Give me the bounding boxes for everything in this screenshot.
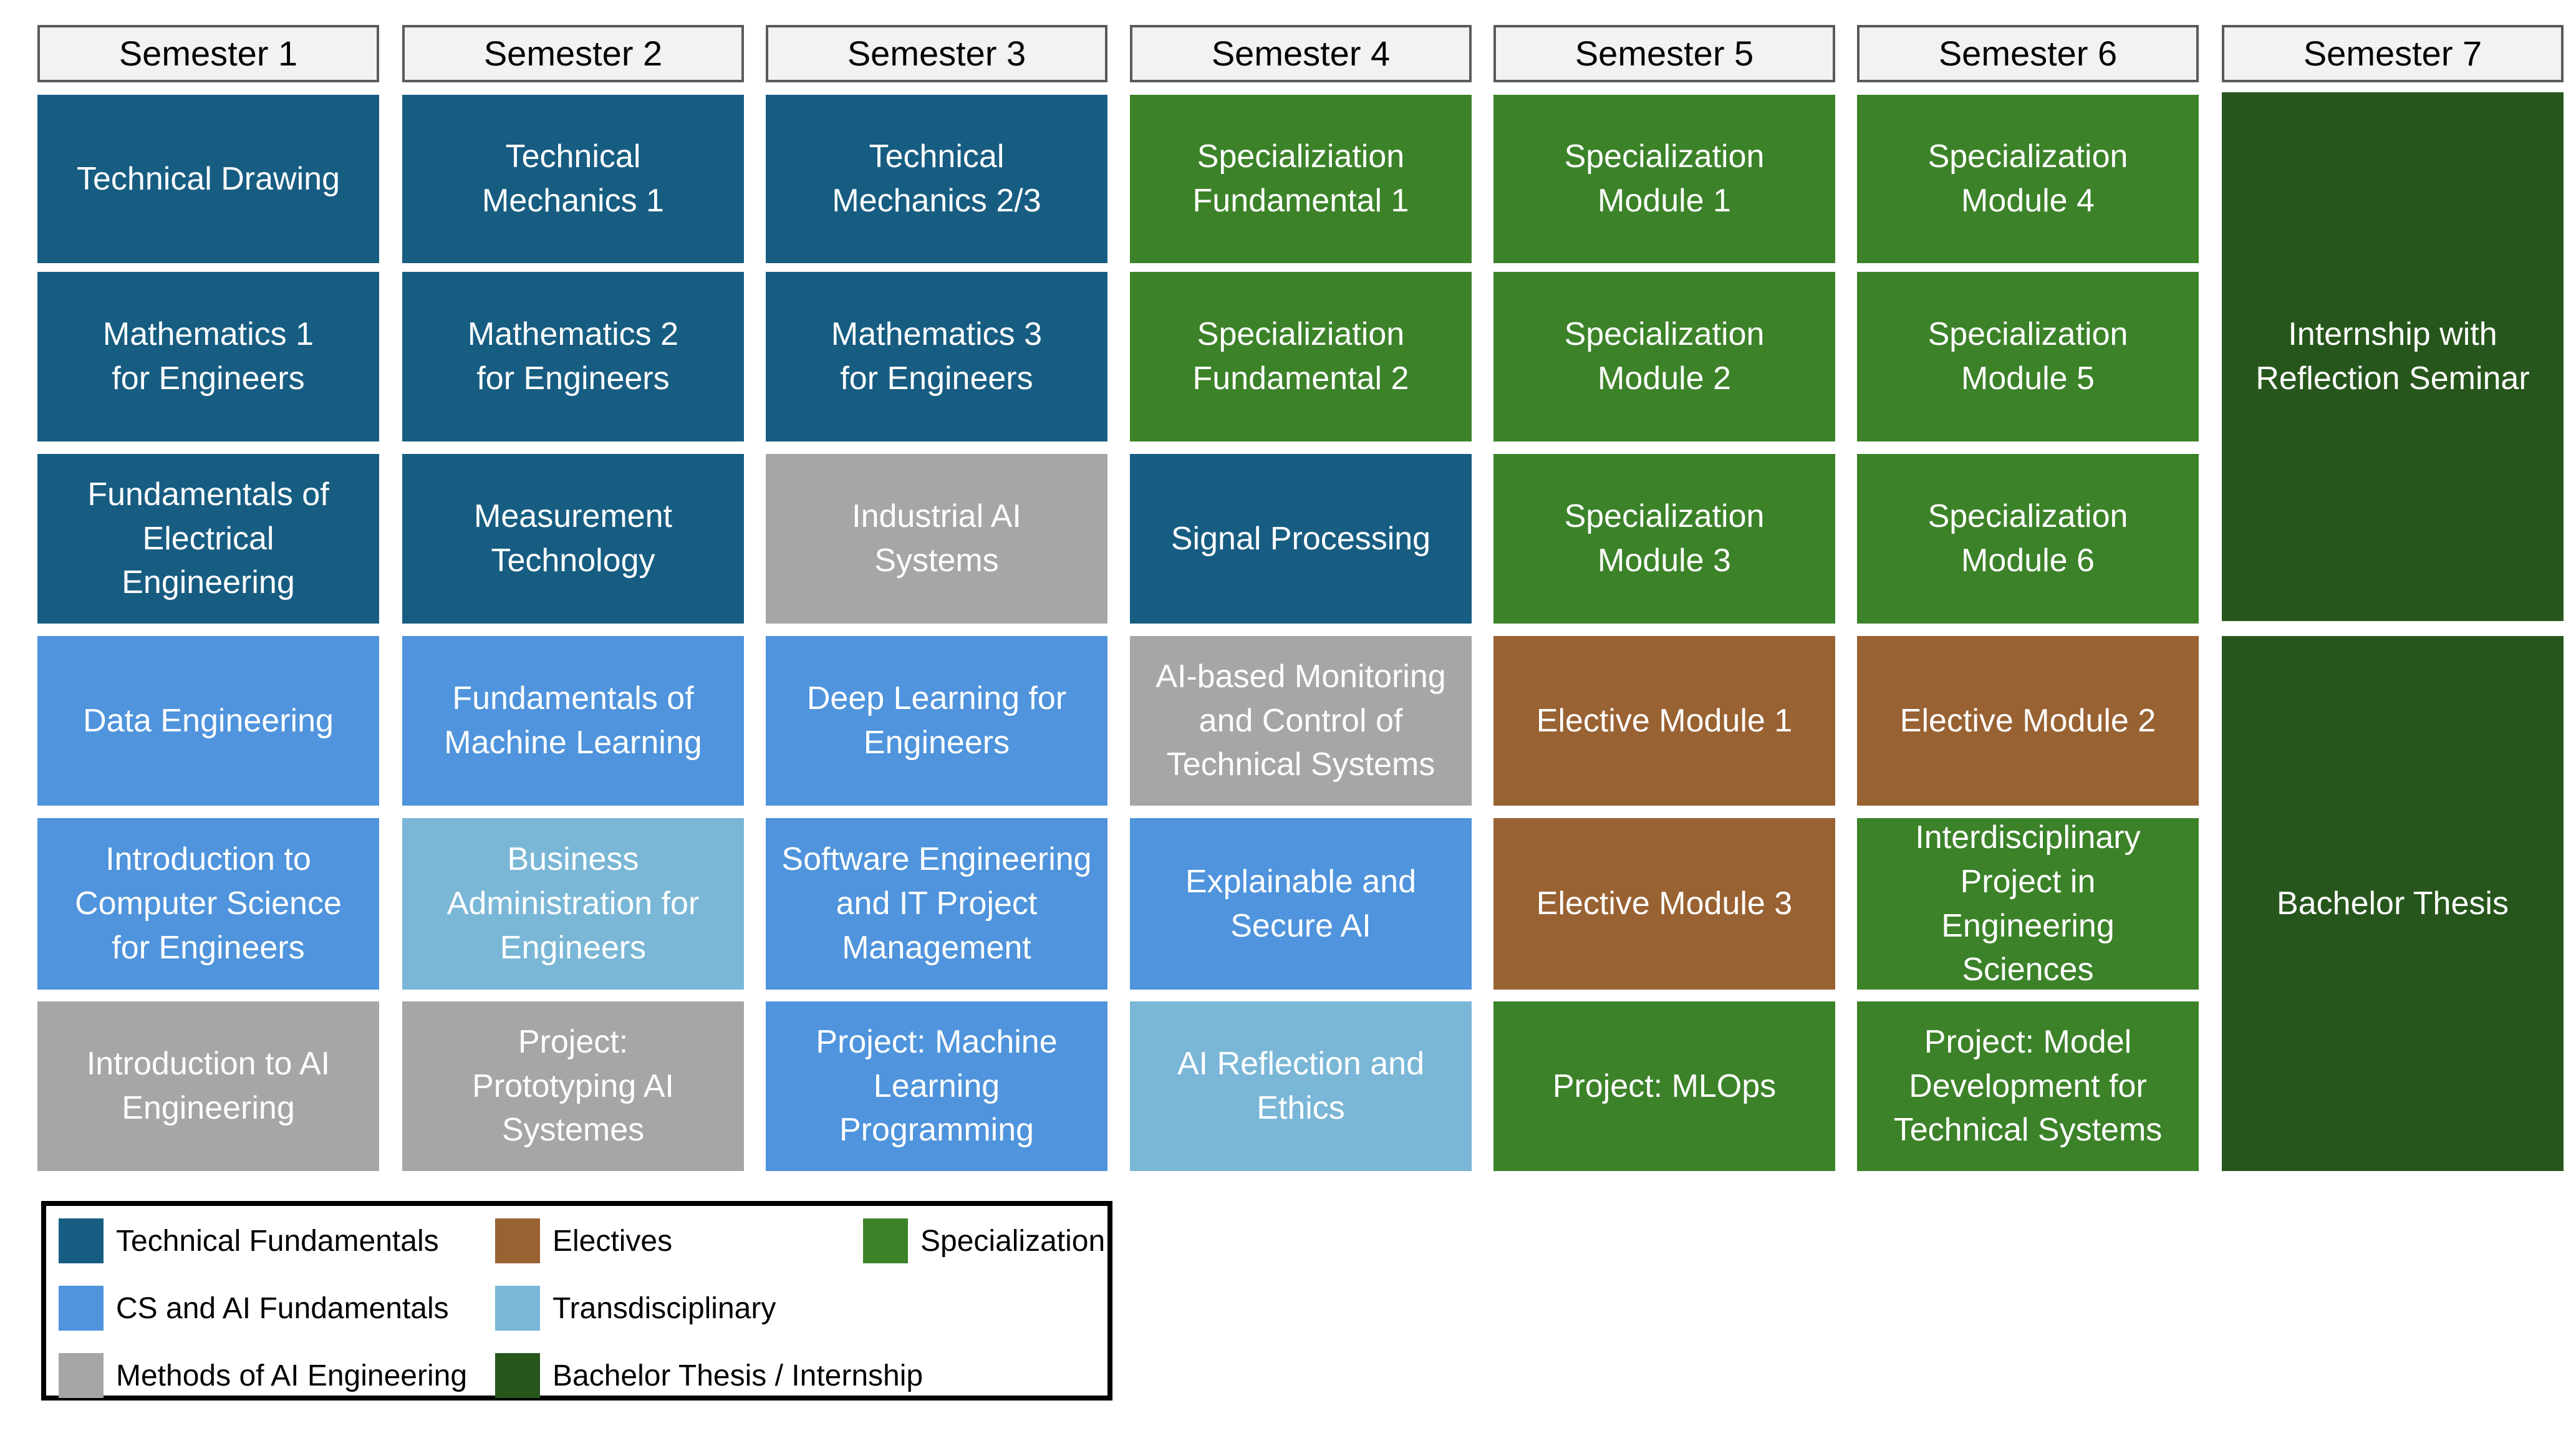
semester-header-5: Semester 5 <box>1493 25 1835 82</box>
legend-label: CS and AI Fundamentals <box>116 1291 449 1325</box>
module-box: Fundamentals of Electrical Engineering <box>37 454 379 624</box>
legend-swatch <box>59 1286 104 1331</box>
module-box: Mathematics 3 for Engineers <box>766 272 1107 441</box>
module-box: AI Reflection and Ethics <box>1130 1001 1472 1171</box>
semester-header-1: Semester 1 <box>37 25 379 82</box>
module-box: Specialization Module 6 <box>1857 454 2199 624</box>
legend-label: Electives <box>552 1224 673 1258</box>
legend-label: Technical Fundamentals <box>116 1224 439 1258</box>
module-box: Technical Mechanics 1 <box>402 95 744 263</box>
module-box: AI-based Monitoring and Control of Techn… <box>1130 636 1472 806</box>
module-box: Software Engineering and IT Project Mana… <box>766 818 1107 990</box>
module-box: Industrial AI Systems <box>766 454 1107 624</box>
legend-item: Methods of AI Engineering <box>59 1352 467 1399</box>
module-box: Specializiation Fundamental 2 <box>1130 272 1472 441</box>
legend: Technical Fundamentals Electives Specializ… <box>41 1201 1112 1401</box>
legend-item: Electives <box>495 1217 672 1265</box>
module-box: Specialization Module 1 <box>1493 95 1835 263</box>
module-box: Elective Module 2 <box>1857 636 2199 806</box>
module-box: Specialization Module 2 <box>1493 272 1835 441</box>
module-box: Specialization Module 3 <box>1493 454 1835 624</box>
module-box: Project: Machine Learning Programming <box>766 1001 1107 1171</box>
module-box: Project: Model Development for Technical… <box>1857 1001 2199 1171</box>
module-box: Mathematics 1 for Engineers <box>37 272 379 441</box>
semester-header-2: Semester 2 <box>402 25 744 82</box>
legend-label: Bachelor Thesis / Internship <box>552 1359 924 1392</box>
semester-header-6: Semester 6 <box>1857 25 2199 82</box>
module-box: Introduction to AI Engineering <box>37 1001 379 1171</box>
module-box: Internship with Reflection Seminar <box>2222 92 2564 621</box>
legend-swatch <box>495 1353 540 1398</box>
semester-header-7: Semester 7 <box>2222 25 2564 82</box>
module-box: Measurement Technology <box>402 454 744 624</box>
module-box: Introduction to Computer Science for Eng… <box>37 818 379 990</box>
module-box: Mathematics 2 for Engineers <box>402 272 744 441</box>
legend-item: Transdisciplinary <box>495 1285 776 1332</box>
module-box: Specializiation Fundamental 1 <box>1130 95 1472 263</box>
legend-swatch <box>59 1218 104 1263</box>
module-box: Explainable and Secure AI <box>1130 818 1472 990</box>
legend-item: Bachelor Thesis / Internship <box>495 1352 923 1399</box>
legend-swatch <box>863 1218 908 1263</box>
semester-header-4: Semester 4 <box>1130 25 1472 82</box>
module-box: Project: MLOps <box>1493 1001 1835 1171</box>
legend-item: CS and AI Fundamentals <box>59 1285 449 1332</box>
module-box: Technical Mechanics 2/3 <box>766 95 1107 263</box>
module-box: Business Administration for Engineers <box>402 818 744 990</box>
module-box: Project: Prototyping AI Systemes <box>402 1001 744 1171</box>
module-box: Specialization Module 4 <box>1857 95 2199 263</box>
module-box: Fundamentals of Machine Learning <box>402 636 744 806</box>
module-box: Elective Module 3 <box>1493 818 1835 990</box>
legend-item: Technical Fundamentals <box>59 1217 439 1265</box>
module-box: Deep Learning for Engineers <box>766 636 1107 806</box>
legend-item: Specialization <box>863 1217 1105 1265</box>
module-box: Interdisciplinary Project in Engineering… <box>1857 818 2199 990</box>
module-box: Signal Processing <box>1130 454 1472 624</box>
module-box: Technical Drawing <box>37 95 379 263</box>
legend-label: Transdisciplinary <box>552 1291 776 1325</box>
legend-swatch <box>495 1286 540 1331</box>
legend-label: Methods of AI Engineering <box>116 1359 468 1392</box>
module-box: Data Engineering <box>37 636 379 806</box>
module-box: Elective Module 1 <box>1493 636 1835 806</box>
semester-header-3: Semester 3 <box>766 25 1107 82</box>
legend-label: Specialization <box>920 1224 1106 1258</box>
legend-swatch <box>495 1218 540 1263</box>
module-box: Specialization Module 5 <box>1857 272 2199 441</box>
legend-swatch <box>59 1353 104 1398</box>
module-box: Bachelor Thesis <box>2222 636 2564 1171</box>
